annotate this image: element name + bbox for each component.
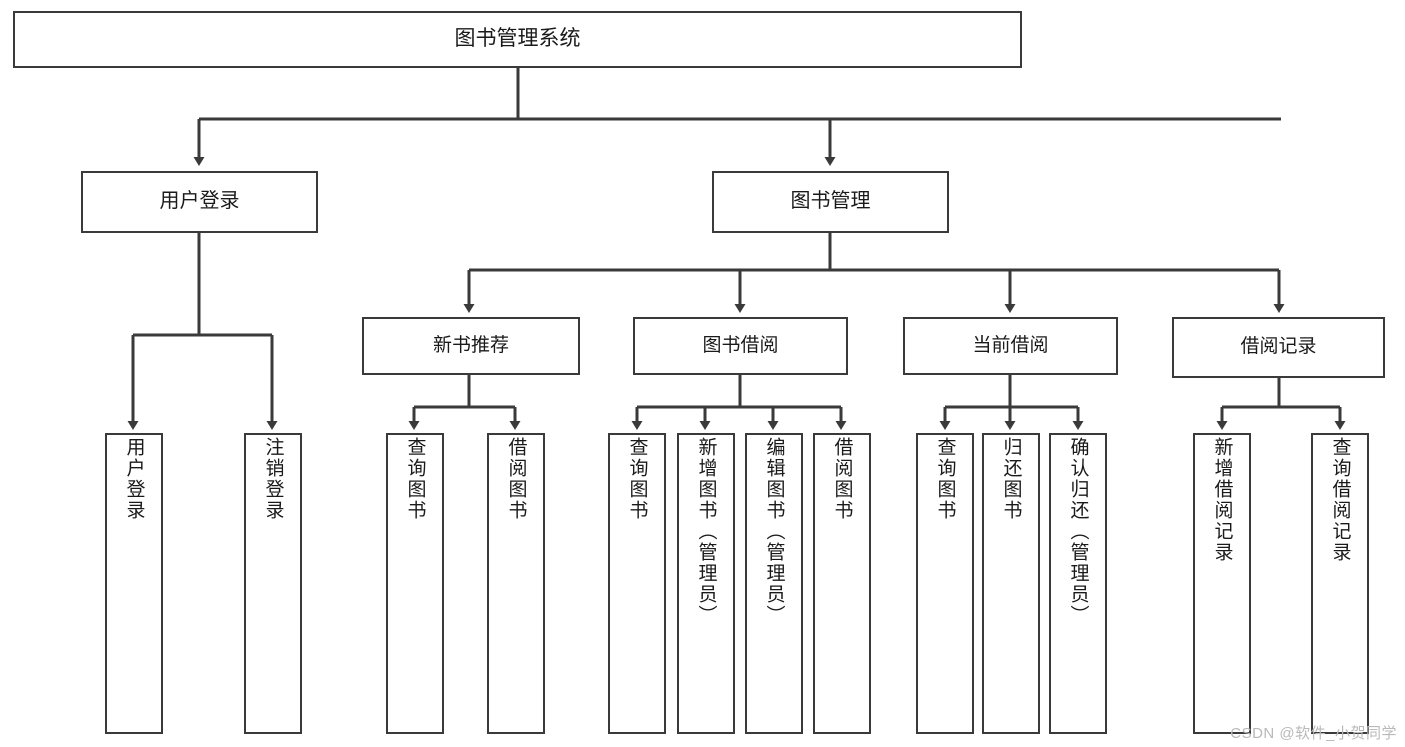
node-label: 新书推荐	[432, 334, 509, 356]
node-label: 新增借阅记录	[1211, 437, 1233, 563]
leaf-new-book-borrow-book[interactable]: 借阅图书	[487, 433, 545, 734]
node-label: 用户登录	[159, 190, 240, 213]
leaf-borrow-record-query-record[interactable]: 查询借阅记录	[1311, 433, 1369, 734]
node-book-management[interactable]: 图书管理	[712, 171, 949, 233]
node-label: 图书借阅	[702, 334, 779, 356]
node-label: 用户登录	[123, 437, 145, 521]
node-borrow-record[interactable]: 借阅记录	[1172, 317, 1385, 378]
leaf-user-login-login[interactable]: 用户登录	[105, 433, 163, 734]
leaf-book-borrow-query-book[interactable]: 查询图书	[608, 433, 666, 734]
node-label: 编辑图书（管理员）	[763, 437, 785, 626]
node-label: 图书管理系统	[454, 27, 581, 51]
node-label: 当前借阅	[972, 334, 1049, 356]
node-label: 查询图书	[626, 437, 648, 521]
leaf-current-borrow-return-book[interactable]: 归还图书	[982, 433, 1040, 734]
leaf-current-borrow-query-book[interactable]: 查询图书	[916, 433, 974, 734]
node-current-borrow[interactable]: 当前借阅	[903, 317, 1118, 375]
node-label: 注销登录	[262, 437, 284, 521]
node-label: 确认归还（管理员）	[1067, 437, 1089, 626]
node-label: 查询图书	[404, 437, 426, 521]
node-label: 归还图书	[1000, 437, 1022, 521]
leaf-book-borrow-borrow-book[interactable]: 借阅图书	[813, 433, 871, 734]
node-book-borrow[interactable]: 图书借阅	[633, 317, 848, 375]
leaf-current-borrow-confirm-return-admin[interactable]: 确认归还（管理员）	[1049, 433, 1107, 734]
leaf-book-borrow-add-book-admin[interactable]: 新增图书（管理员）	[677, 433, 735, 734]
node-label: 查询借阅记录	[1329, 437, 1351, 563]
leaf-new-book-query-book[interactable]: 查询图书	[386, 433, 444, 734]
node-root-book-management-system[interactable]: 图书管理系统	[13, 11, 1022, 68]
leaf-borrow-record-add-record[interactable]: 新增借阅记录	[1193, 433, 1251, 734]
node-new-book-recommend[interactable]: 新书推荐	[362, 317, 580, 375]
node-label: 借阅图书	[831, 437, 853, 521]
leaf-book-borrow-edit-book-admin[interactable]: 编辑图书（管理员）	[745, 433, 803, 734]
node-label: 图书管理	[790, 190, 871, 213]
node-label: 借阅图书	[505, 437, 527, 521]
node-label: 新增图书（管理员）	[695, 437, 717, 626]
leaf-user-login-logout[interactable]: 注销登录	[244, 433, 302, 734]
node-user-login[interactable]: 用户登录	[81, 171, 318, 233]
csdn-watermark: CSDN @软件_小贺同学	[1230, 725, 1397, 742]
node-label: 查询图书	[934, 437, 956, 521]
node-label: 借阅记录	[1240, 336, 1317, 358]
